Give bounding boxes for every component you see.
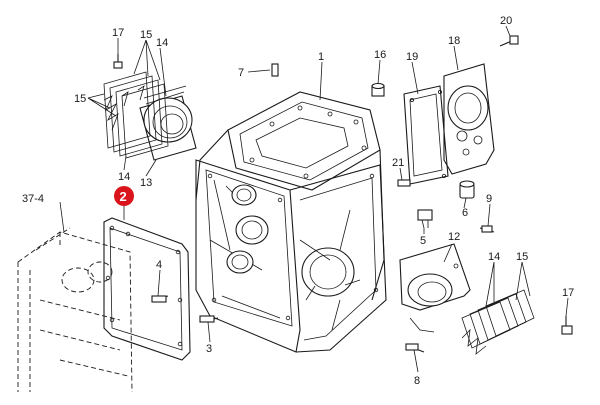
part-19-gasket[interactable]	[403, 85, 449, 185]
label-16: 16	[374, 49, 386, 61]
part-20-bolt[interactable]	[499, 35, 519, 47]
label-15-lower-right: 15	[516, 251, 528, 263]
label-21: 21	[392, 157, 404, 169]
leader-lines	[59, 25, 569, 373]
label-5: 5	[420, 235, 426, 247]
label-15-left: 15	[74, 93, 86, 105]
part-6-bushing[interactable]	[459, 180, 475, 199]
part-17-bolt-upper[interactable]	[113, 54, 123, 69]
label-3: 3	[206, 343, 212, 355]
part-37-4-housing	[17, 227, 133, 393]
part-14-15-shims-upper[interactable]	[103, 71, 169, 159]
part-12-bearing-retainer[interactable]	[399, 243, 471, 333]
part-9-stud[interactable]	[479, 225, 495, 233]
part-4-stud[interactable]	[151, 295, 169, 303]
label-17-upper: 17	[112, 27, 124, 39]
part-2-gasket[interactable]	[103, 217, 191, 361]
part-18-rear-cover[interactable]	[443, 63, 495, 175]
part-5-fitting[interactable]	[417, 209, 433, 229]
label-12: 12	[448, 231, 460, 243]
label-14-lower-left: 14	[118, 171, 130, 183]
label-8: 8	[414, 375, 420, 387]
badge-label-2: 2	[120, 189, 127, 204]
part-1-transmission-case[interactable]	[195, 91, 387, 353]
label-15-upper: 15	[140, 29, 152, 41]
part-16-plug[interactable]	[371, 82, 385, 97]
label-37-4: 37-4	[22, 193, 44, 205]
part-17-bolt-lower[interactable]	[561, 316, 573, 335]
part-21-pin[interactable]	[397, 179, 411, 187]
label-1: 1	[318, 51, 324, 63]
label-9: 9	[486, 193, 492, 205]
label-7: 7	[238, 67, 244, 79]
part-3-stud[interactable]	[199, 315, 219, 323]
label-14-upper: 14	[156, 37, 168, 49]
part-labels: 17 15 14 15 14 13 7 1 16 19 18 20 21 6 9…	[22, 15, 574, 387]
part-8-stud[interactable]	[405, 343, 425, 353]
label-17-lower: 17	[562, 287, 574, 299]
label-6: 6	[462, 207, 468, 219]
label-20: 20	[500, 15, 512, 27]
label-13: 13	[140, 177, 152, 189]
label-14-lower-right: 14	[488, 251, 500, 263]
part-7-stud[interactable]	[271, 63, 279, 77]
part-13-bearing-retainer[interactable]	[139, 85, 197, 161]
label-19: 19	[406, 51, 418, 63]
part-14-15-shims-lower[interactable]	[461, 289, 535, 355]
badge-circle	[114, 186, 134, 206]
part-2-highlight-badge[interactable]: 2	[114, 186, 134, 206]
label-4: 4	[156, 259, 162, 271]
label-18: 18	[448, 35, 460, 47]
